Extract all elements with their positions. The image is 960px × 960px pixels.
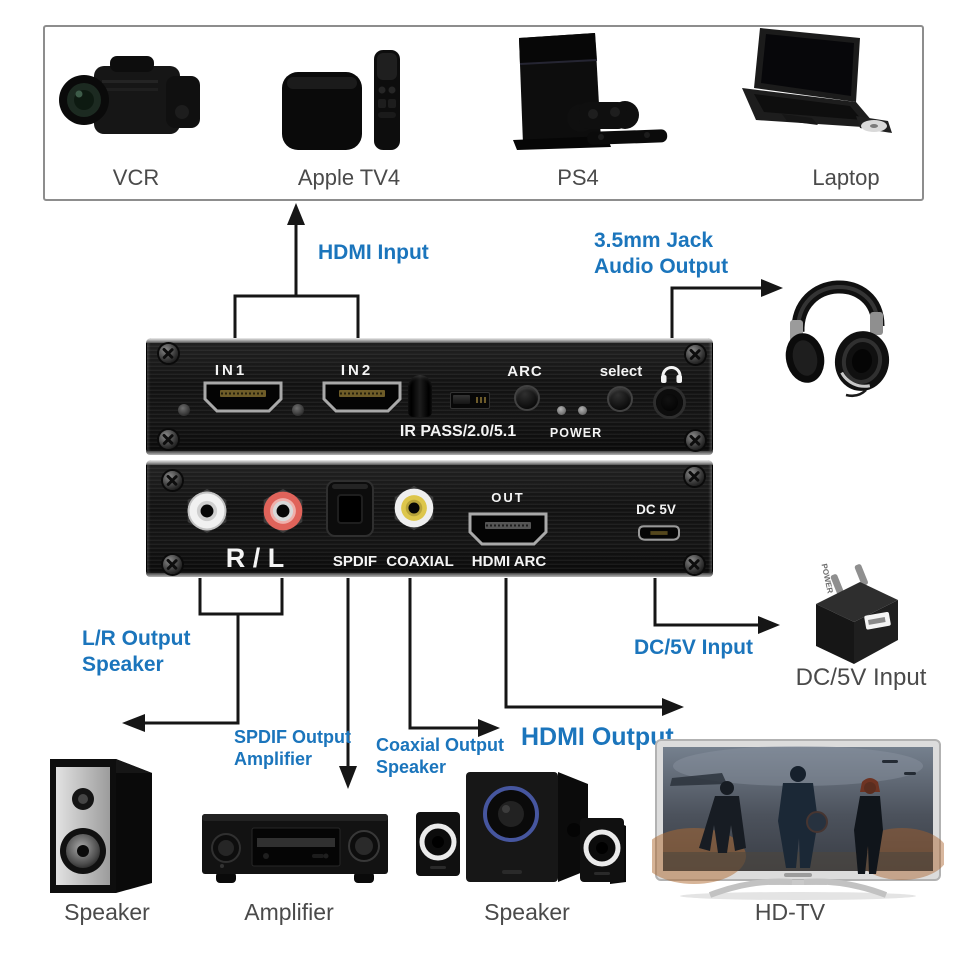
switch-pins <box>476 397 486 403</box>
vcr-icon <box>59 56 200 134</box>
amplifier-label: Amplifier <box>244 899 334 925</box>
arrow-up-icon <box>287 203 305 225</box>
arc-button <box>516 387 538 409</box>
coaxial-label: COAXIAL <box>386 553 454 570</box>
lr-output-label: L/R Output Speaker <box>82 627 191 676</box>
speaker-left-label: Speaker <box>64 899 150 925</box>
screw-icon <box>686 345 705 364</box>
jack-audio-output-label: 3.5mm Jack Audio Output <box>594 229 729 278</box>
hdmi-input-label: HDMI Input <box>318 241 429 264</box>
hdmi-out-port-icon <box>468 512 548 546</box>
arrow-left-icon <box>122 714 145 732</box>
dc-input-label: DC/5V Input <box>634 636 753 659</box>
panel-edge <box>146 460 713 465</box>
screw-icon <box>686 431 705 450</box>
hdmi-arc-label: HDMI ARC <box>471 553 547 570</box>
headphone-jack <box>656 389 683 416</box>
speaker-set-icon <box>416 772 626 884</box>
vcr-label: VCR <box>112 165 160 190</box>
spdif-label: SPDIF <box>332 553 378 570</box>
hdmi-input-connector <box>233 203 360 339</box>
dc-input-connector <box>653 578 780 634</box>
screw-icon <box>163 471 182 490</box>
figure-silhouette <box>778 766 828 868</box>
micro-usb-port-icon <box>638 525 680 541</box>
figure-silhouette <box>699 781 746 853</box>
hdmi-in1-port-icon <box>203 381 283 413</box>
rca-white-jack <box>187 488 227 534</box>
ps4-controller-icon <box>567 101 639 132</box>
ps4-icon <box>513 33 668 150</box>
speaker-set-label: Speaker <box>484 899 570 925</box>
ir-receiver-icon <box>408 375 432 417</box>
laptop-icon <box>742 28 892 133</box>
ir-pass-label: IR PASS/2.0/5.1 <box>399 423 517 440</box>
headphone-icon <box>661 366 682 383</box>
rca-red-jack <box>263 488 303 534</box>
arrow-right-icon <box>662 698 684 716</box>
amplifier-icon <box>202 814 388 883</box>
hdtv-label: HD-TV <box>754 899 826 925</box>
dc5v-label: DC 5V <box>636 502 676 517</box>
hdtv-icon <box>652 739 944 900</box>
hdmi-output-label: HDMI Output <box>521 723 674 751</box>
panel-edge <box>146 573 713 577</box>
switch-knob <box>453 395 470 404</box>
coaxial-jack <box>394 485 434 531</box>
screw-icon <box>163 555 182 574</box>
in2-label: IN2 <box>340 362 374 379</box>
power-label: POWER <box>549 426 603 440</box>
screw-icon <box>685 555 704 574</box>
speaker-left-icon <box>50 759 152 893</box>
screw-icon <box>159 344 178 363</box>
arrow-right-icon <box>758 616 780 634</box>
arrow-right-icon <box>761 279 783 297</box>
out-label: OUT <box>491 490 525 505</box>
panel-hole <box>292 404 304 416</box>
headphones-icon <box>785 280 890 398</box>
in1-label: IN1 <box>214 362 248 379</box>
right-earcup-icon <box>834 331 890 391</box>
status-led <box>557 406 566 415</box>
panel-edge <box>146 338 713 343</box>
converter-front-panel: IN1 IN2 ARC select <box>146 338 713 455</box>
ps4-label: PS4 <box>557 165 599 190</box>
select-label: select <box>599 363 643 380</box>
screw-icon <box>159 430 178 449</box>
coaxial-output-connector <box>408 578 500 737</box>
left-earcup-icon <box>785 333 825 383</box>
arc-label: ARC <box>507 363 543 380</box>
converter-rear-panel: R / L SPDIF COAXIAL OUT HDMI ARC DC 5V <box>146 460 713 577</box>
panel-hole <box>178 404 190 416</box>
apple-tv-label: Apple TV4 <box>297 165 401 190</box>
power-adapter-icon <box>816 564 898 664</box>
spdif-output-label: SPDIF Output Amplifier <box>234 727 351 769</box>
status-led <box>578 406 587 415</box>
panel-edge <box>146 451 713 455</box>
rl-label: R / L <box>225 543 285 573</box>
spdif-toslink-port <box>326 480 374 537</box>
figure-silhouette <box>854 778 883 874</box>
dc-input-caption: DC/5V Input <box>795 664 927 691</box>
mode-switch <box>450 392 490 409</box>
jack-output-connector <box>670 279 783 340</box>
apple-tv-icon <box>282 50 400 150</box>
laptop-label: Laptop <box>812 165 880 190</box>
screw-icon <box>685 467 704 486</box>
hdmi-in2-port-icon <box>322 381 402 413</box>
coaxial-output-label: Coaxial Output Speaker <box>376 735 505 777</box>
select-button <box>609 388 631 410</box>
